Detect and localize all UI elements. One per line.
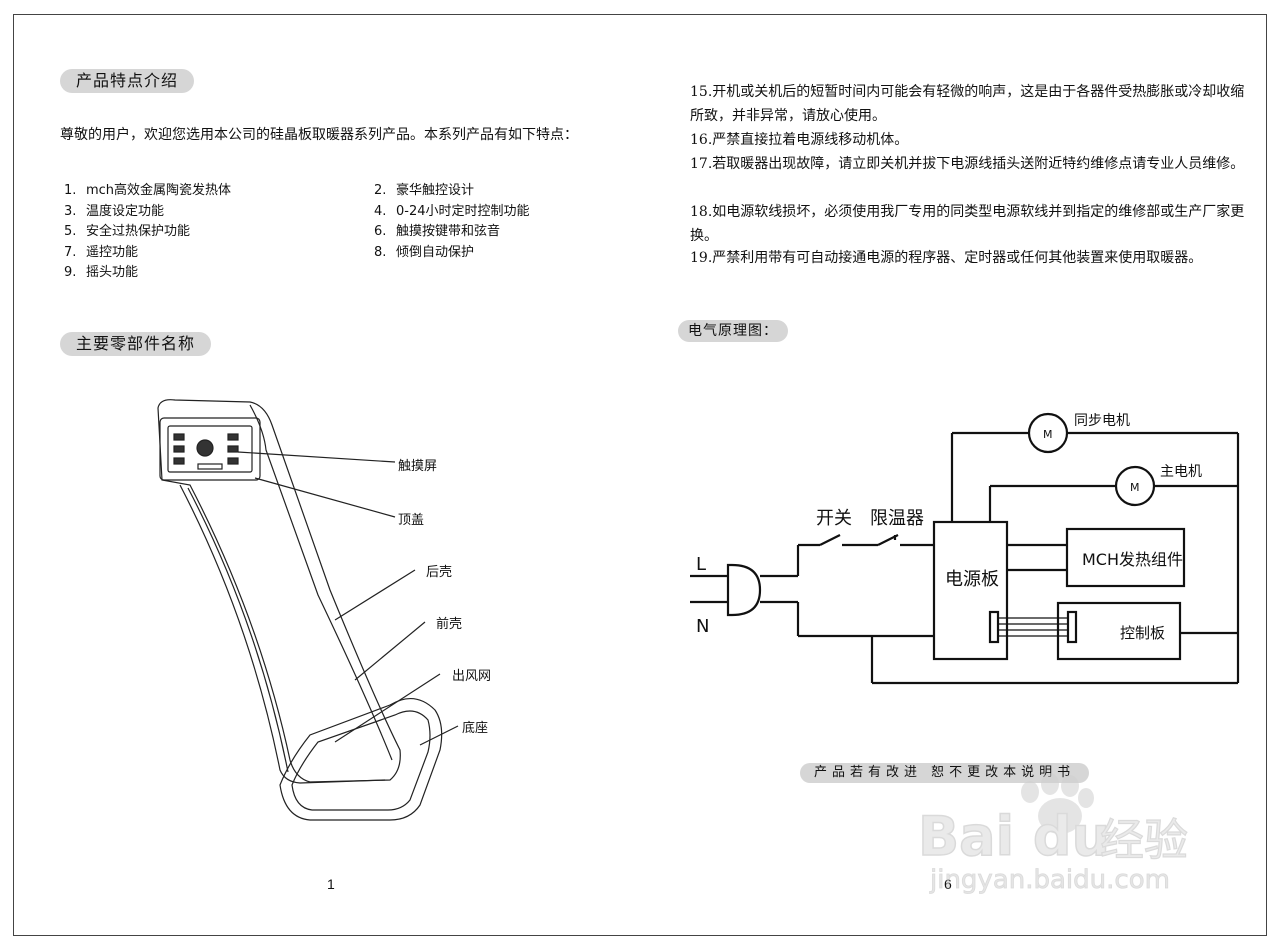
page-frame bbox=[13, 14, 1267, 936]
section-title-parts: 主要零部件名称 bbox=[60, 332, 212, 356]
label-sync-motor: 同步电机 bbox=[1074, 413, 1130, 429]
touch-panel bbox=[159, 417, 261, 481]
feature-item: 1.mch高效金属陶瓷发热体 bbox=[64, 183, 232, 198]
label-base: 底座 bbox=[462, 720, 488, 736]
diagram-title: 电气原理图： bbox=[678, 320, 788, 342]
label-front-shell: 前壳 bbox=[436, 616, 462, 632]
watermark-url: jingyan.baidu.com bbox=[929, 865, 1170, 895]
page-number-right: 6 bbox=[944, 876, 952, 892]
feature-item: 2.豪华触控设计 bbox=[374, 183, 475, 198]
feature-item: 7.遥控功能 bbox=[64, 244, 139, 260]
circuit-diagram: M M 同步电机 主电机 开关 限温器 电源板 MCH发热组件 控制板 L N bbox=[690, 412, 1240, 685]
watermark-brand: Bai du bbox=[918, 805, 1110, 868]
feature-item: 3.温度设定功能 bbox=[64, 203, 165, 219]
rule-item: 17.若取暖器出现故障，请立即关机并拔下电源线插头送附近特约维修点请专业人员维修… bbox=[690, 156, 1245, 172]
front-shell-edge2 bbox=[187, 487, 289, 773]
label-top-cover: 顶盖 bbox=[398, 513, 424, 528]
watermark-suffix: 经验 bbox=[1100, 815, 1188, 866]
label-back-shell: 后壳 bbox=[426, 565, 452, 580]
section-title-features: 产品特点介绍 bbox=[60, 69, 195, 93]
feature-list-right: 2.豪华触控设计 4.0-24小时定时控制功能 6.触摸按键带和弦音 8.倾倒自… bbox=[374, 181, 530, 263]
feature-item: 8.倾倒自动保护 bbox=[374, 244, 475, 260]
base-outline bbox=[279, 698, 443, 821]
label-switch: 开关 bbox=[816, 508, 852, 529]
label-line-l: L bbox=[696, 554, 706, 575]
rule-item: 16.严禁直接拉着电源线移动机体。 bbox=[690, 132, 909, 148]
rule-item: 18.如电源软线损坏，必须使用我厂专用的同类型电源软线并到指定的维修部或生产厂家… bbox=[690, 204, 1245, 244]
label-line-n: N bbox=[696, 616, 709, 637]
main-motor-symbol: M bbox=[1130, 481, 1140, 494]
label-control-board: 控制板 bbox=[1120, 624, 1165, 642]
baidu-watermark: Bai du 经验 jingyan.baidu.com bbox=[910, 770, 1250, 900]
side-edge bbox=[249, 404, 393, 761]
feature-item: 5.安全过热保护功能 bbox=[64, 224, 191, 239]
rule-item: 15.开机或关机后的短暂时间内可能会有轻微的响声，这是由于各器件受热膨胀或冷却收… bbox=[690, 84, 1245, 124]
sync-motor-symbol: M bbox=[1043, 428, 1053, 441]
front-shell-edge bbox=[179, 484, 386, 784]
intro-paragraph: 尊敬的用户，欢迎您选用本公司的硅晶板取暖器系列产品。本系列产品有如下特点： bbox=[60, 127, 578, 143]
heater-illustration: 触摸屏 顶盖 后壳 前壳 出风网 底座 bbox=[157, 399, 491, 821]
label-power-board: 电源板 bbox=[945, 569, 999, 590]
feature-item: 9.摇头功能 bbox=[64, 265, 139, 280]
label-touchscreen: 触摸屏 bbox=[398, 459, 437, 474]
rule-item: 19.严禁利用带有可自动接通电源的程序器、定时器或任何其他装置来使用取暖器。 bbox=[690, 250, 1203, 266]
label-main-motor: 主电机 bbox=[1160, 464, 1202, 480]
base-inner bbox=[291, 710, 431, 811]
label-air-outlet: 出风网 bbox=[452, 669, 491, 684]
label-thermostat: 限温器 bbox=[870, 508, 924, 529]
footer-note: 产品若有改进 恕不更改本说明书 bbox=[800, 763, 1090, 783]
baidu-paw-logo: Bai du 经验 jingyan.baidu.com bbox=[917, 773, 1189, 895]
feature-item: 6.触摸按键带和弦音 bbox=[374, 224, 501, 239]
page-number-left: 1 bbox=[327, 876, 335, 892]
feature-list-left: 1.mch高效金属陶瓷发热体 3.温度设定功能 5.安全过热保护功能 7.遥控功… bbox=[64, 181, 231, 284]
feature-item: 4.0-24小时定时控制功能 bbox=[374, 203, 530, 219]
label-heater: MCH发热组件 bbox=[1082, 550, 1183, 569]
back-shell bbox=[157, 399, 401, 783]
